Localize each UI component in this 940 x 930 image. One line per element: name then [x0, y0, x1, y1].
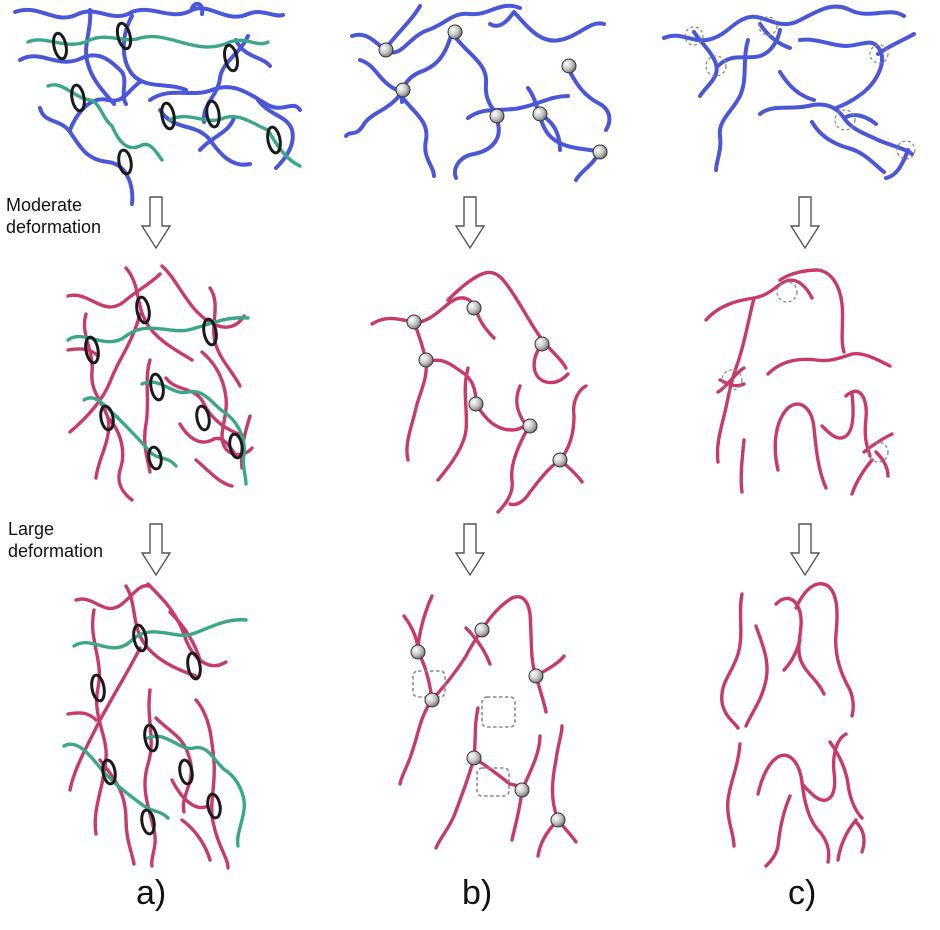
moderate-label-line1: Moderate: [6, 195, 83, 215]
large-label-line2: deformation: [8, 541, 104, 561]
panel-b-undeformed-network: [344, 3, 612, 182]
panel-a: [13, 1, 302, 870]
down-arrow-icon: [789, 523, 821, 577]
down-arrow-icon: [789, 196, 821, 250]
panel-a-moderate-network: [66, 264, 254, 502]
moderate-label-line2: deformation: [6, 217, 102, 237]
panel-label-a: a): [136, 874, 167, 912]
panel-label-b: b): [462, 874, 493, 912]
panel-b-moderate-network: [370, 270, 588, 514]
panel-a-large-network: [62, 582, 248, 870]
panel-b-large-network: [398, 594, 578, 858]
panel-b: [344, 3, 612, 858]
down-arrow-icon: [454, 523, 486, 577]
panel-c-undeformed-network: [662, 4, 916, 180]
large-label-line1: Large: [8, 519, 55, 539]
moderate-deformation-label: Moderate deformation: [6, 194, 101, 238]
down-arrow-icon: [140, 523, 172, 577]
panel-c-moderate-network: [704, 268, 894, 496]
panel-a-undeformed-network: [13, 1, 302, 206]
panel-label-c: c): [788, 874, 817, 912]
panel-c: [662, 4, 916, 868]
arrows: [140, 196, 821, 577]
panel-c-large-network: [720, 582, 866, 868]
large-deformation-label: Large deformation: [8, 518, 103, 562]
down-arrow-icon: [454, 196, 486, 250]
down-arrow-icon: [140, 196, 172, 250]
